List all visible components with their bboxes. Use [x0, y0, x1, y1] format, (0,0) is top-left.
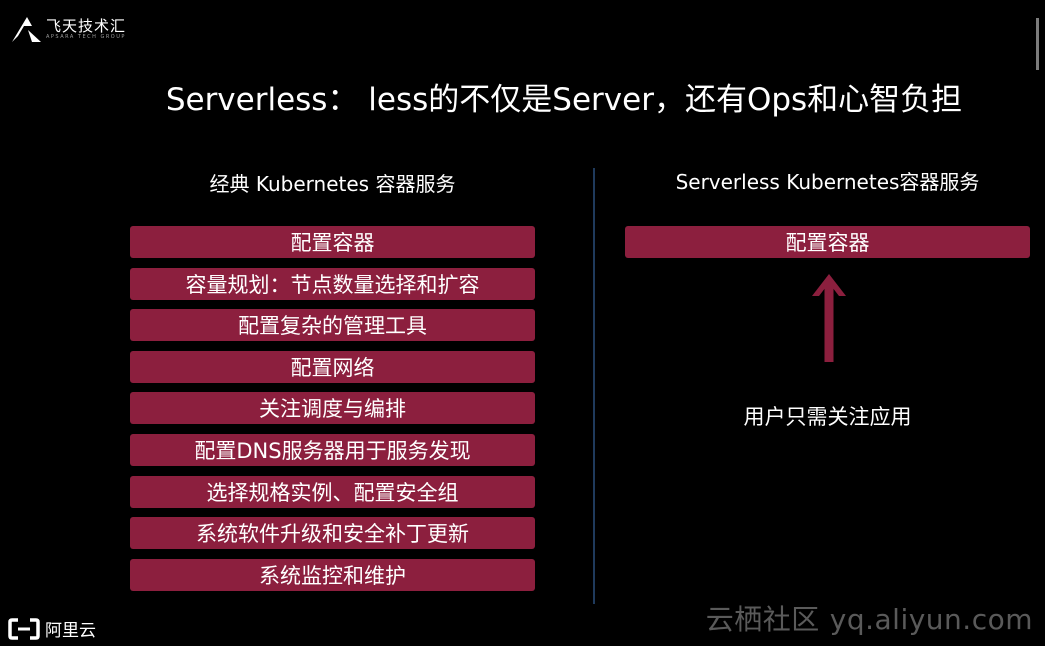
- brand-subtitle: APSARA TECH GROUP: [46, 33, 126, 40]
- task-configure-network: 配置网络: [130, 350, 535, 383]
- watermark: 云栖社区 yq.aliyun.com: [706, 598, 1033, 638]
- watermark-url: yq.aliyun.com: [829, 603, 1033, 636]
- aliyun-brand-name: 阿里云: [45, 621, 96, 641]
- task-instance-security: 选择规格实例、配置安全组: [130, 475, 535, 508]
- task-management-tools: 配置复杂的管理工具: [130, 309, 535, 342]
- user-focus-note: 用户只需关注应用: [743, 405, 912, 429]
- task-configure-container: 配置容器: [130, 226, 535, 258]
- edge-mark: [1036, 18, 1045, 70]
- watermark-cn: 云栖社区: [705, 603, 820, 636]
- column-divider: [593, 168, 595, 604]
- task-capacity-planning: 容量规划：节点数量选择和扩容: [130, 267, 535, 300]
- slide-title: Serverless： less的不仅是Server，还有Ops和心智负担: [165, 82, 963, 118]
- serverless-task-configure-container: 配置容器: [625, 226, 1030, 258]
- brand-name: 飞天技术汇: [46, 16, 127, 35]
- classic-task-list: 配置容器 容量规划：节点数量选择和扩容 配置复杂的管理工具 配置网络 关注调度与…: [130, 226, 535, 600]
- apsara-brand: 飞天技术汇 APSARA TECH GROUP: [10, 14, 126, 44]
- up-arrow-icon: [812, 274, 846, 362]
- classic-kubernetes-heading: 经典 Kubernetes 容器服务: [209, 172, 456, 196]
- aliyun-logo-icon: [8, 617, 40, 640]
- aliyun-brand: 阿里云: [8, 616, 96, 641]
- task-scheduling: 关注调度与编排: [130, 392, 535, 425]
- apsara-logo-icon: [12, 17, 41, 42]
- task-system-upgrade: 系统软件升级和安全补丁更新: [130, 517, 535, 550]
- task-monitoring: 系统监控和维护: [130, 558, 535, 591]
- serverless-kubernetes-heading: Serverless Kubernetes容器服务: [675, 170, 980, 194]
- task-dns-discovery: 配置DNS服务器用于服务发现: [130, 433, 535, 466]
